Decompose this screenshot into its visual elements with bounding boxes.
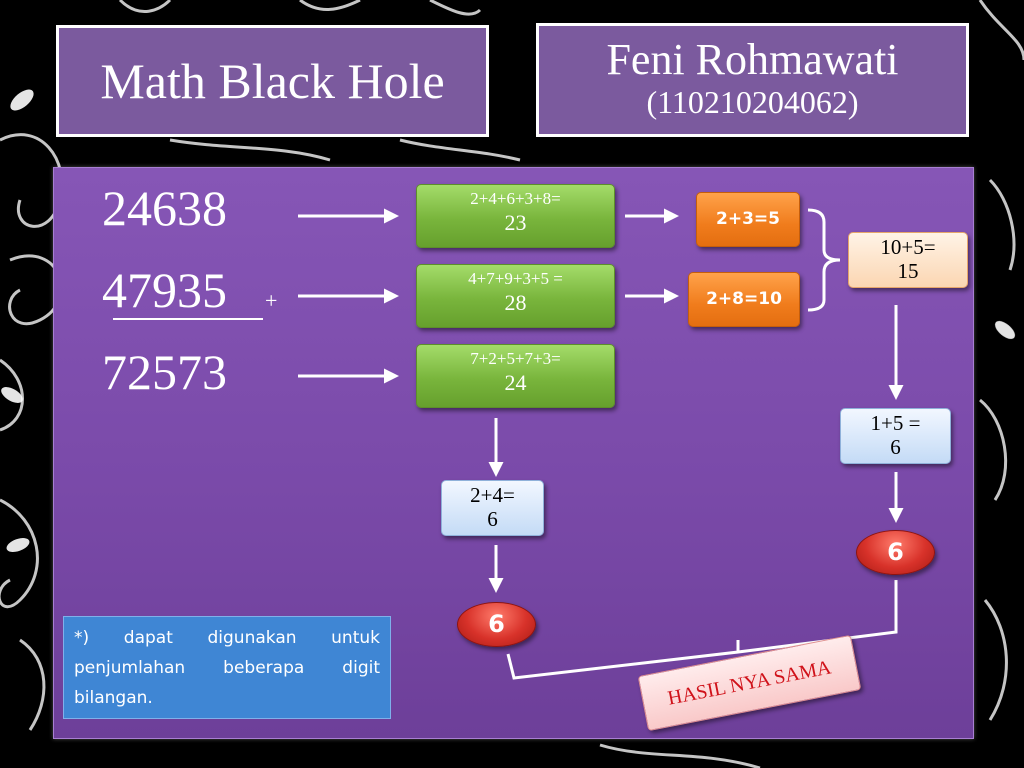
digit-sum-box-1: 2+4+6+3+8= 23 xyxy=(416,184,615,248)
bracket-icon xyxy=(506,580,898,680)
left-result-oval: 6 xyxy=(457,602,536,647)
combined-sum-line2: 15 xyxy=(897,259,919,283)
second-sum-box-2: 2+8=10 xyxy=(688,272,800,327)
left-reduce-line2: 6 xyxy=(487,507,498,531)
digit-sum-box-3: 7+2+5+7+3= 24 xyxy=(416,344,615,408)
note-box: *) dapat digunakan untuk penjumlahan beb… xyxy=(63,616,391,719)
left-reduce-box: 2+4= 6 xyxy=(441,480,544,536)
digit-sum-box-2: 4+7+9+3+5 = 28 xyxy=(416,264,615,328)
right-reduce-line2: 6 xyxy=(890,435,901,459)
digit-sum-result: 24 xyxy=(504,370,527,395)
digit-sum-expr: 2+4+6+3+8= xyxy=(470,189,561,208)
left-reduce-line1: 2+4= xyxy=(470,483,515,507)
number-3: 72573 xyxy=(102,344,227,400)
combined-sum-line1: 10+5= xyxy=(880,235,936,259)
brace-icon xyxy=(807,208,841,312)
second-sum-box-1: 2+3=5 xyxy=(696,192,800,247)
digit-sum-result: 23 xyxy=(504,210,527,235)
right-result-oval: 6 xyxy=(856,530,935,575)
sum-underline xyxy=(113,318,263,320)
combined-sum-box: 10+5= 15 xyxy=(848,232,968,288)
digit-sum-expr: 7+2+5+7+3= xyxy=(470,349,561,368)
digit-sum-result: 28 xyxy=(504,290,527,315)
number-2: 47935 xyxy=(102,262,227,318)
digit-sum-expr: 4+7+9+3+5 = xyxy=(468,269,563,288)
number-1: 24638 xyxy=(102,180,227,236)
right-reduce-line1: 1+5 = xyxy=(870,411,921,435)
page-title: Math Black Hole xyxy=(100,53,445,109)
author-box: Feni Rohmawati (110210204062) xyxy=(536,23,969,137)
author-id: (110210204062) xyxy=(646,84,859,120)
right-reduce-box: 1+5 = 6 xyxy=(840,408,951,464)
title-box: Math Black Hole xyxy=(56,25,489,137)
author-name: Feni Rohmawati xyxy=(606,35,899,84)
plus-sign: + xyxy=(265,288,278,313)
